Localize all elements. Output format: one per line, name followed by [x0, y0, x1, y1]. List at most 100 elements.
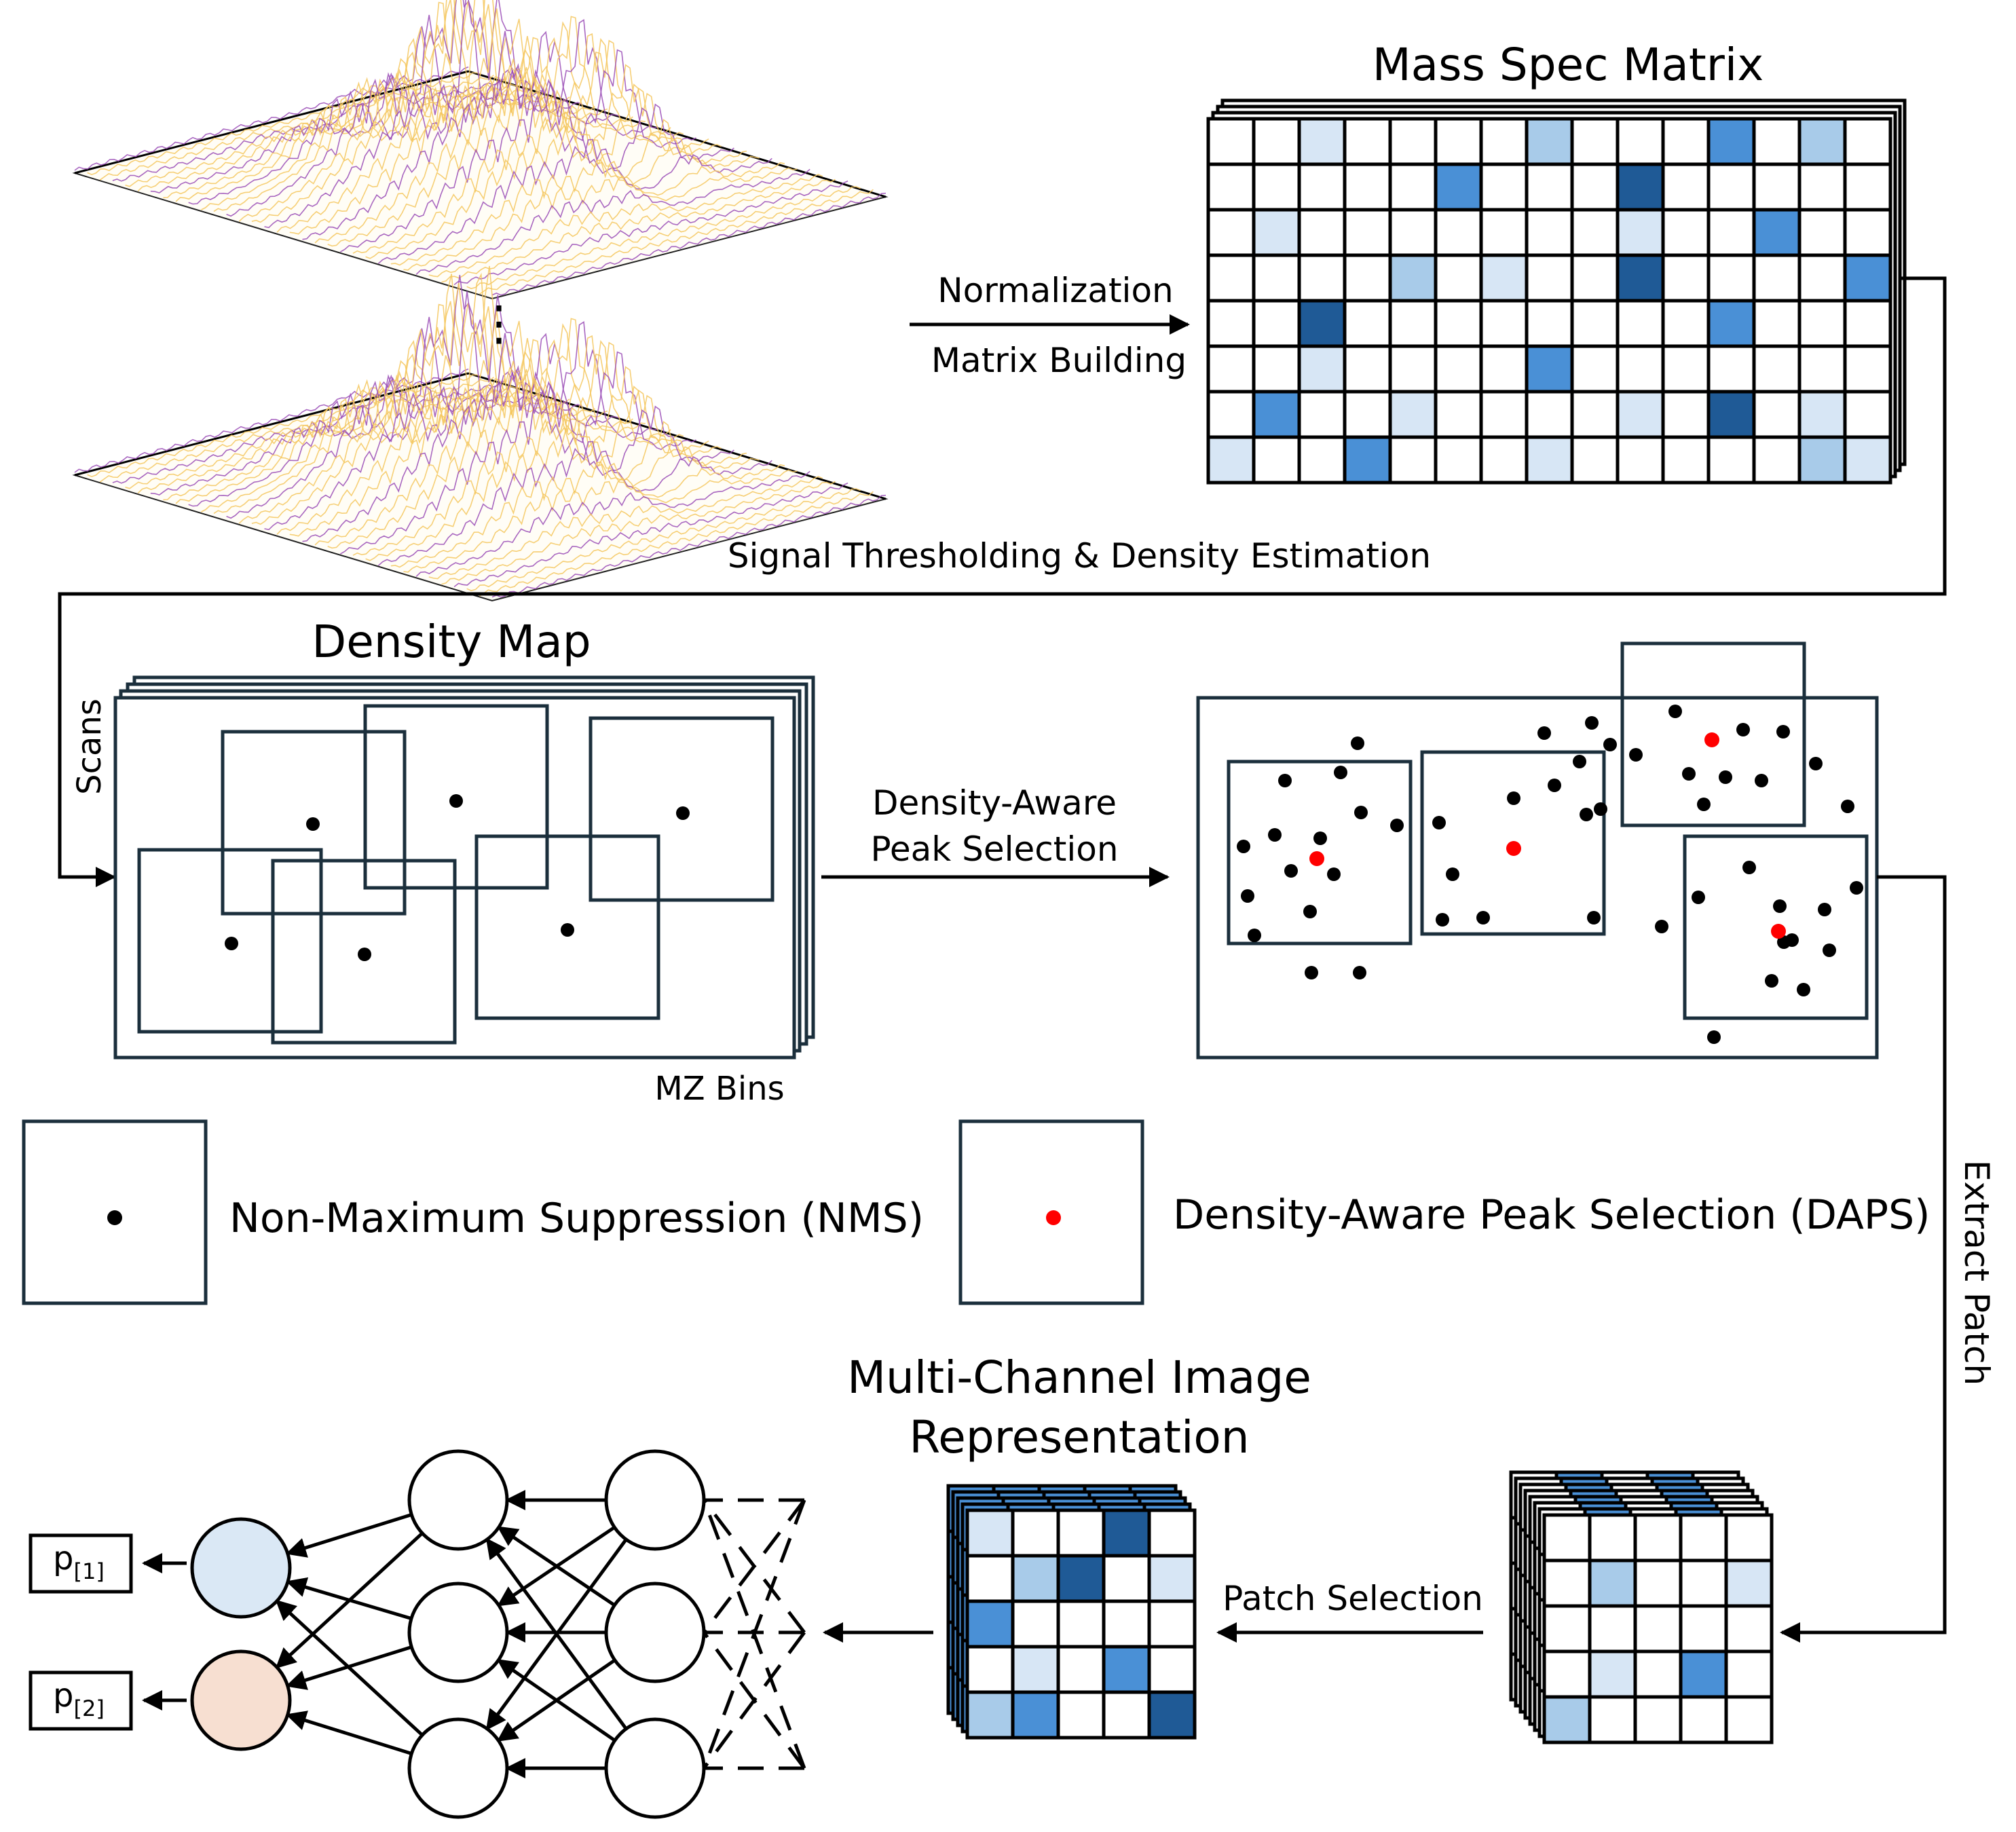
matrix-cell: [1434, 299, 1483, 348]
nms-point: [1313, 831, 1327, 845]
density-aware-label-line1: Density-Aware: [872, 783, 1117, 823]
nms-point: [1755, 774, 1768, 787]
matrix-cell: [1661, 435, 1711, 485]
spectrum-trace: [479, 189, 874, 295]
matrix-cell: [1479, 253, 1529, 303]
matrix-cell: [1843, 390, 1892, 439]
matrix-cell: [1661, 390, 1711, 439]
patch-cell: [1542, 1649, 1592, 1699]
matrix-cell: [1843, 208, 1892, 257]
nms-point: [1697, 798, 1711, 811]
channel-cell: [1056, 1554, 1106, 1603]
nms-point: [1603, 738, 1617, 751]
matrix-cell: [1797, 435, 1847, 485]
patch-cell: [1724, 1604, 1774, 1653]
spectrum-trace: [289, 341, 684, 537]
nms-point: [1707, 1030, 1721, 1044]
channel-cell: [965, 1554, 1015, 1603]
nms-point: [561, 923, 574, 937]
nms-point: [1268, 828, 1282, 842]
spectrum-plot-top: [72, 0, 889, 300]
matrix-cell: [1706, 344, 1756, 394]
neuron-layer3: [604, 1449, 706, 1551]
matrix-cell: [1661, 117, 1711, 166]
matrix-cell: [1297, 435, 1347, 485]
spectrum-trace: [415, 168, 810, 275]
patch-cell: [1724, 1695, 1774, 1744]
matrix-cell: [1706, 299, 1756, 348]
nms-point: [1692, 891, 1705, 904]
nms-point: [1736, 723, 1750, 736]
channel-cell: [1147, 1508, 1197, 1558]
nms-point: [1334, 766, 1347, 779]
matrix-cell: [1570, 162, 1620, 212]
patch-cell: [1724, 1558, 1774, 1608]
matrix-cell: [1661, 253, 1711, 303]
matrix-cell: [1343, 344, 1392, 394]
matrix-cell: [1343, 299, 1392, 348]
matrix-cell: [1297, 208, 1347, 257]
matrix-cell: [1297, 344, 1347, 394]
patch-cell: [1724, 1513, 1774, 1563]
spectrum-trace: [289, 39, 684, 235]
channel-cell: [1102, 1690, 1151, 1740]
nms-point: [1773, 899, 1787, 913]
matrix-cell: [1297, 162, 1347, 212]
spectrum-trace: [491, 494, 886, 598]
matrix-cell: [1706, 117, 1756, 166]
matrix-cell: [1297, 299, 1347, 348]
spectrum-trace: [466, 488, 861, 591]
matrix-cell: [1206, 344, 1256, 394]
spectrum-trace: [238, 306, 633, 524]
nms-point: [1682, 767, 1696, 781]
network-edge: [496, 1658, 616, 1742]
matrix-cell: [1297, 253, 1347, 303]
channel-cell: [1102, 1554, 1151, 1603]
spectrum-trace: [352, 401, 747, 556]
matrix-cell: [1206, 390, 1256, 439]
matrix-cell: [1797, 253, 1847, 303]
nms-point: [1351, 736, 1364, 750]
scans-axis-label: Scans: [71, 698, 109, 795]
matrix-cell: [1752, 253, 1802, 303]
spectrum-trace: [302, 49, 696, 240]
nms-point: [1823, 943, 1836, 957]
matrix-cell: [1706, 390, 1756, 439]
dashed-input-edge: [702, 1499, 806, 1769]
network-edge: [286, 1577, 412, 1620]
matrix-cell: [1388, 117, 1438, 166]
nms-point: [1585, 716, 1599, 730]
channel-cell: [1102, 1599, 1151, 1649]
legend-nms-dot: [107, 1210, 122, 1225]
network-edge: [275, 1599, 424, 1737]
matrix-cell: [1206, 117, 1256, 166]
matrix-cell: [1479, 344, 1529, 394]
nms-point: [1668, 705, 1682, 718]
spectrum-trace: [74, 368, 469, 473]
neuron-layer3: [604, 1582, 706, 1683]
patch-cell: [1588, 1604, 1637, 1653]
matrix-cell: [1434, 162, 1483, 212]
daps-point: [1771, 924, 1786, 939]
output-p2-sub: [2]: [73, 1696, 104, 1721]
output-p1-sub: [1]: [73, 1558, 104, 1584]
nms-point: [1327, 867, 1341, 881]
matrix-cell: [1570, 344, 1620, 394]
output-p1: p[1]: [29, 1533, 133, 1594]
patch-cell: [1724, 1649, 1774, 1699]
nms-point: [1776, 725, 1790, 739]
network-edge: [285, 1711, 413, 1755]
nms-point: [1548, 779, 1561, 792]
legend-nms-label: Non-Maximum Suppression (NMS): [229, 1195, 924, 1242]
patch-cell: [1588, 1649, 1637, 1699]
nms-point: [1841, 800, 1854, 813]
spectrum-plot-bottom: [72, 265, 889, 602]
multi-channel-title-line2: Representation: [909, 1411, 1249, 1463]
matrix-cell: [1388, 253, 1438, 303]
peak-panel-frame: [1196, 696, 1879, 1060]
matrix-cell: [1434, 390, 1483, 439]
matrix-cell: [1388, 299, 1438, 348]
nms-point: [1354, 806, 1368, 819]
nms-point: [449, 794, 463, 808]
nms-point: [1629, 748, 1643, 762]
